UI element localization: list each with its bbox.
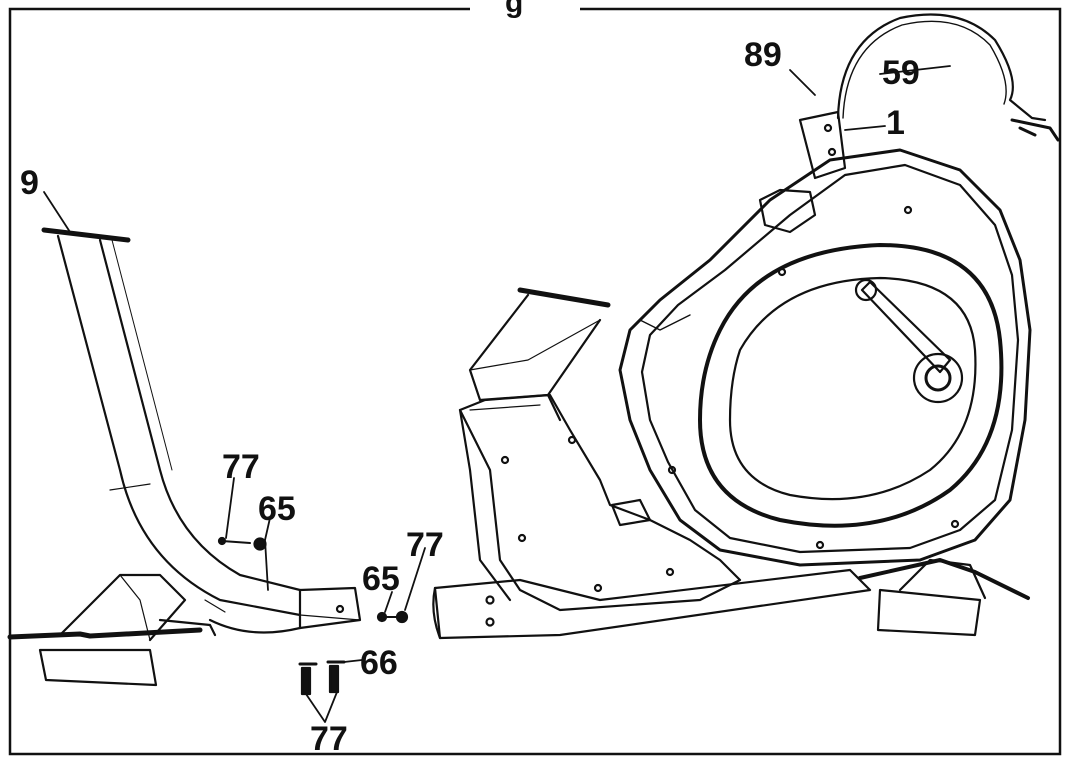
- callout-59: 59: [882, 54, 920, 92]
- callout-77-upper-left: 77: [222, 448, 260, 486]
- callout-77-bottom: 77: [310, 720, 348, 758]
- leader-lines: [43, 65, 951, 723]
- callout-65-right: 65: [362, 560, 400, 598]
- callout-9: 9: [20, 164, 39, 202]
- main-frame-part-1: [432, 110, 1032, 640]
- callout-66: 66: [360, 644, 398, 682]
- cable-part-59: [836, 13, 1060, 142]
- callout-89: 89: [744, 36, 782, 74]
- callout-1: 1: [886, 104, 905, 142]
- bolt-77-bottom-right: [328, 664, 340, 694]
- hardware: [217, 536, 409, 696]
- header-fragment: g: [505, 0, 523, 19]
- washer-65-left: [253, 537, 267, 551]
- bolt-77-bottom-left: [300, 666, 312, 696]
- callout-labels: 9 89 59 1 77 65 77 65 66 77: [20, 36, 920, 758]
- callout-77-right: 77: [406, 526, 444, 564]
- header-mask: [470, 0, 580, 16]
- rear-leg-part-9: [7, 227, 362, 687]
- callout-65-left: 65: [258, 490, 296, 528]
